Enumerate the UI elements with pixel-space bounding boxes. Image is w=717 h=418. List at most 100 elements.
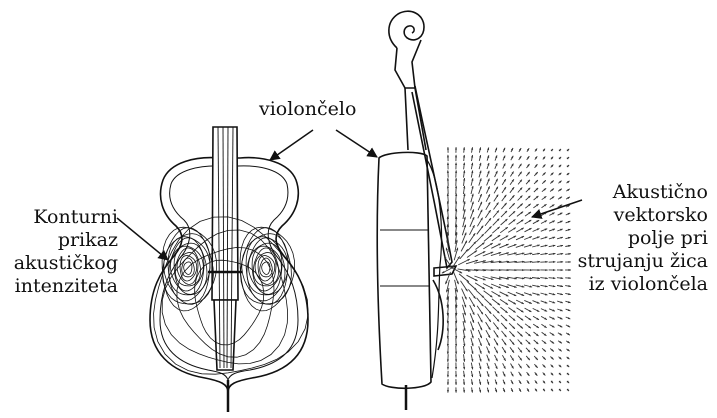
vector-arrow — [510, 172, 513, 177]
vector-arrow — [487, 163, 489, 169]
vector-arrow — [471, 346, 473, 354]
vector-arrow — [487, 148, 489, 153]
vector-arrow — [557, 301, 563, 303]
vector-arrow — [510, 339, 515, 345]
vector-arrow — [508, 300, 516, 304]
vector-arrow — [478, 210, 482, 219]
vector-arrow — [478, 330, 481, 338]
vector-arrow — [495, 355, 498, 361]
vector-arrow — [454, 248, 458, 260]
vector-arrow — [518, 188, 522, 193]
vector-arrow — [518, 364, 521, 369]
vector-arrow — [519, 388, 521, 392]
vector-arrow — [486, 186, 489, 193]
vector-arrow — [542, 196, 547, 199]
vector-arrow — [484, 298, 492, 305]
vector-arrow — [501, 315, 507, 321]
vector-arrow — [486, 322, 491, 330]
vector-arrow — [510, 187, 514, 193]
vector-arrow — [494, 203, 499, 210]
vector-arrow — [471, 371, 472, 377]
vector-arrow — [549, 213, 554, 216]
vector-arrow — [550, 181, 553, 184]
vector-arrow — [534, 356, 538, 360]
cello-side-rib-line — [427, 156, 431, 382]
vector-arrow — [502, 339, 506, 345]
vector-arrow — [566, 325, 570, 327]
vector-arrow — [526, 196, 531, 200]
vector-arrow — [485, 210, 490, 218]
vector-arrow — [478, 314, 483, 323]
contour-line — [262, 262, 270, 275]
vector-arrow — [463, 346, 464, 354]
vector-arrow — [516, 292, 524, 295]
vector-arrow — [448, 194, 449, 203]
vector-arrow — [502, 195, 507, 201]
cello-side-body — [377, 152, 431, 388]
vector-arrow — [567, 381, 569, 383]
vector-arrow — [541, 229, 547, 232]
label-vector-line-2: vektorsko — [566, 204, 708, 227]
vector-arrow — [518, 180, 522, 185]
vector-arrow — [517, 316, 523, 321]
vector-arrow — [493, 307, 500, 314]
vector-arrow — [495, 148, 497, 153]
vector-arrow — [549, 221, 555, 224]
vector-arrow — [566, 309, 571, 311]
label-contour-line-2: prikaz — [8, 229, 118, 252]
vector-arrow — [479, 186, 482, 194]
label-vector-line-1: Akustično — [566, 181, 708, 204]
vector-arrow — [493, 315, 499, 322]
vector-arrow — [541, 221, 547, 224]
vector-arrow — [532, 245, 540, 247]
vector-arrow — [559, 357, 562, 360]
vector-arrow — [540, 278, 547, 279]
vector-arrow — [464, 178, 465, 186]
vector-arrow — [540, 285, 547, 286]
vector-arrow — [511, 156, 513, 160]
vector-arrow — [464, 363, 465, 370]
vector-arrow — [494, 187, 498, 194]
vector-arrow — [550, 205, 555, 208]
vector-arrow — [464, 371, 465, 377]
cello-side-fingerboard — [412, 86, 452, 268]
vector-arrow — [463, 338, 464, 347]
arrow-violoncelo-side — [336, 130, 377, 157]
label-vector-line-5: iz violončela — [566, 273, 708, 296]
vector-arrow — [493, 211, 499, 218]
vector-arrow — [479, 363, 481, 369]
vector-arrow — [503, 372, 505, 377]
vector-arrow — [559, 389, 561, 391]
cello-front-view — [150, 127, 308, 412]
vector-arrow — [532, 293, 539, 295]
vector-arrow — [487, 347, 490, 354]
acoustic-vector-field — [442, 147, 571, 392]
vector-arrow — [510, 179, 514, 184]
vector-arrow — [508, 228, 516, 233]
vector-arrow — [567, 157, 569, 159]
vector-arrow — [534, 172, 537, 176]
vector-arrow — [559, 165, 561, 167]
vector-arrow — [477, 306, 483, 315]
vector-arrow — [534, 180, 538, 184]
vector-arrow — [541, 316, 547, 319]
vector-arrow — [456, 194, 457, 203]
label-vector-line-3: polje pri — [566, 227, 708, 250]
vector-arrow — [501, 203, 506, 209]
vector-arrow — [557, 237, 563, 239]
vector-arrow — [525, 308, 532, 312]
vector-arrow — [558, 317, 563, 319]
vector-arrow — [525, 324, 531, 328]
vector-arrow — [502, 187, 506, 193]
vector-arrow — [508, 244, 517, 247]
vector-arrow — [549, 229, 555, 231]
vector-arrow — [510, 195, 515, 201]
vector-arrow — [524, 293, 532, 296]
vector-arrow — [511, 388, 513, 392]
vector-arrow — [526, 364, 529, 368]
vector-arrow — [541, 324, 546, 327]
vector-arrow — [525, 212, 531, 216]
vector-arrow — [535, 156, 537, 159]
vector-arrow — [509, 331, 514, 337]
vector-arrow — [495, 380, 497, 385]
